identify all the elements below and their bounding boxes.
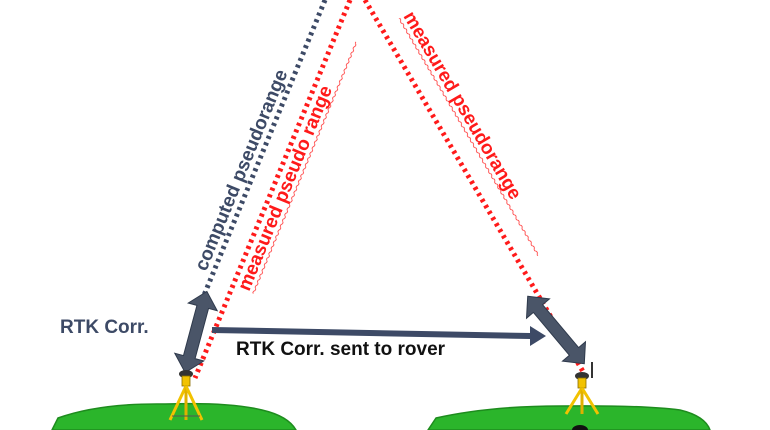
- rover-ground: [427, 405, 711, 430]
- base-tripod-icon: [168, 370, 204, 421]
- measured-pseudo-range-label: measured pseudo range: [234, 83, 337, 294]
- rtk-corr-label: RTK Corr.: [60, 317, 149, 338]
- measured-pseudorange-label: measured pseudorange: [399, 8, 526, 204]
- measured-pseudorange-line: [362, 0, 588, 377]
- computed-pseudorange-line: [197, 0, 328, 306]
- computed-pseudorange-label: computed pseudorange: [191, 67, 292, 274]
- base-ground: [51, 402, 297, 430]
- measured-pseudo-range-underline: [251, 41, 358, 295]
- measured-pseudo-range-line: [192, 0, 353, 379]
- rtk-corr-sent-arrow: [212, 326, 546, 346]
- measured-pseudorange-underline: [397, 17, 540, 257]
- right-double-arrow: [525, 295, 587, 365]
- left-double-arrow: [173, 290, 219, 374]
- rover-tripod-icon: [564, 362, 600, 430]
- rtk-corr-sent-label: RTK Corr. sent to rover: [236, 339, 446, 360]
